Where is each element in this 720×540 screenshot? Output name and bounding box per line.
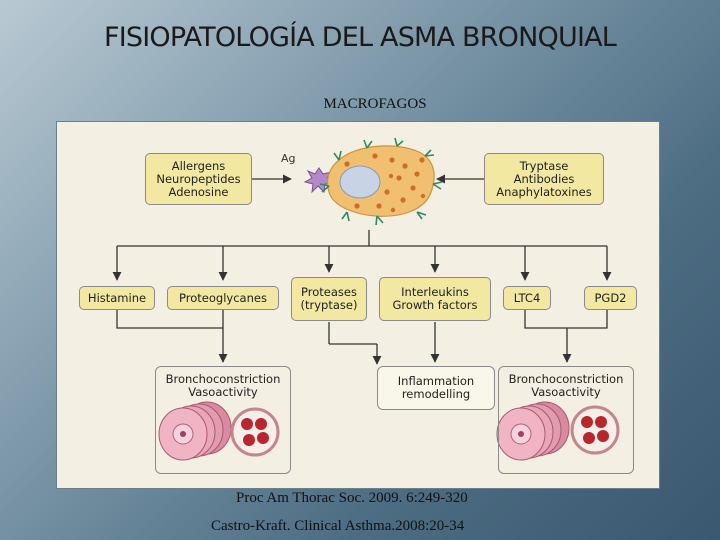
outcome-right-label: Bronchoconstriction Vasoactivity	[508, 372, 624, 399]
slide-title: FISIOPATOLOGÍA DEL ASMA BRONQUIAL	[103, 22, 617, 53]
input-box-right: Tryptase Antibodies Anaphylatoxines	[484, 153, 604, 205]
outcome-left: Bronchoconstriction Vasoactivity	[155, 366, 291, 474]
input-box-left: Allergens Neuropeptides Adenosine	[145, 153, 252, 205]
vessel-left-icon	[230, 407, 280, 457]
slide-subtitle: MACROFAGOS	[323, 96, 427, 112]
bronchus-right-icon	[496, 401, 570, 461]
outcome-center-label: Inflammation remodelling	[397, 374, 475, 401]
mast-cell-icon	[319, 137, 443, 226]
reference-1: Proc Am Thorac Soc. 2009. 6:249-320	[236, 490, 468, 506]
mediator-ltc4: LTC4	[503, 286, 551, 310]
mediator-proteases: Proteases (tryptase)	[291, 277, 367, 321]
diagram-connectors	[112, 137, 620, 461]
outcome-center: Inflammation remodelling	[377, 366, 495, 410]
reference-2: Castro-Kraft. Clinical Asthma.2008:20-34	[211, 518, 465, 534]
mediator-proteoglycanes: Proteoglycanes	[167, 286, 279, 310]
diagram-panel: Ag Allergens Neuropeptides Adenosine Try…	[56, 121, 660, 489]
mediator-pgd2: PGD2	[584, 286, 637, 310]
mediator-interleukins: Interleukins Growth factors	[379, 277, 491, 321]
bronchus-left-icon	[158, 401, 232, 461]
mediator-histamine: Histamine	[79, 286, 155, 310]
antigen-label: Ag	[281, 152, 296, 165]
vessel-right-icon	[570, 405, 620, 455]
outcome-right: Bronchoconstriction Vasoactivity	[498, 366, 634, 474]
outcome-left-label: Bronchoconstriction Vasoactivity	[165, 372, 281, 399]
